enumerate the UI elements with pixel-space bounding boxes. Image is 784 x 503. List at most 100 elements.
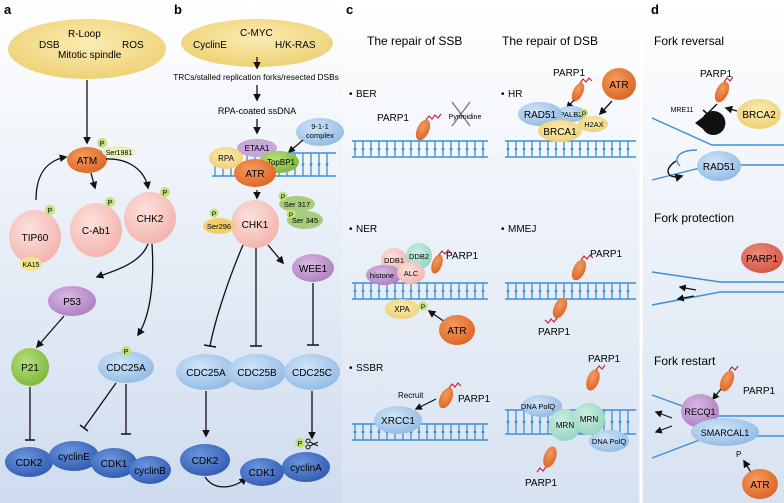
arrow-brca2-to-parp1 bbox=[724, 105, 738, 114]
ber-dna bbox=[352, 140, 488, 158]
ssb-title: The repair of SSB bbox=[367, 34, 462, 48]
dna-base bbox=[506, 420, 510, 424]
cyclina-label: cyclinA bbox=[290, 463, 322, 474]
ber-bullet: • bbox=[349, 89, 353, 100]
chk1-node bbox=[231, 200, 279, 248]
arrow-atm-to-cab1 bbox=[89, 172, 98, 190]
mrn-node-right bbox=[573, 403, 605, 435]
xpa-label: XPA bbox=[394, 305, 410, 314]
ssbr-bullet: • bbox=[349, 363, 353, 374]
cdk2-b-label: CDK2 bbox=[192, 456, 219, 467]
cdc25a-node bbox=[98, 351, 154, 383]
dna-base bbox=[309, 163, 313, 166]
dna-base bbox=[522, 420, 526, 424]
cyclinb-label: cyclinB bbox=[134, 466, 166, 477]
dna-base bbox=[610, 147, 614, 151]
histone-node bbox=[366, 265, 402, 285]
arrow-parp1-recruit-xrcc1 bbox=[414, 398, 437, 410]
dna-base bbox=[361, 430, 365, 434]
inhibit-parp1-mre11 bbox=[707, 103, 718, 114]
complex-911-label-2: complex bbox=[306, 131, 334, 140]
chk2-phospho-badge bbox=[160, 187, 170, 197]
dna-base bbox=[618, 289, 622, 293]
trigger-rloop: R-Loop bbox=[68, 29, 101, 40]
cyclinb-node bbox=[129, 456, 171, 484]
polq-node-left bbox=[522, 395, 562, 417]
mmej-parp1-top bbox=[571, 259, 587, 281]
tip60-phospho-badge bbox=[45, 205, 55, 215]
dna-base bbox=[425, 289, 429, 293]
ser296-badge bbox=[203, 218, 235, 234]
cdc25a-b-label: CDC25A bbox=[186, 368, 226, 379]
dna-base bbox=[578, 147, 582, 151]
cdk2-label: CDK2 bbox=[16, 458, 43, 469]
mmej-par-chain-top bbox=[580, 254, 594, 261]
cyclina-node bbox=[282, 452, 330, 482]
frs-atr-label: ATR bbox=[750, 480, 769, 491]
dna-base bbox=[433, 289, 437, 293]
dna-base bbox=[353, 147, 357, 151]
ser317-label: Ser 317 bbox=[284, 200, 310, 209]
dna-base bbox=[530, 147, 534, 151]
fr-parp1-label: PARP1 bbox=[700, 69, 732, 80]
mmej-label: MMEJ bbox=[508, 224, 536, 235]
ner-atr-node bbox=[439, 315, 475, 345]
mrn-left-label: MRN bbox=[556, 421, 574, 430]
fork-protection-title: Fork protection bbox=[654, 211, 734, 225]
alc-label: ALC bbox=[404, 269, 419, 278]
dna-base bbox=[417, 147, 421, 151]
dna-base bbox=[457, 147, 461, 151]
ner-bullet: • bbox=[349, 224, 353, 235]
dna-base bbox=[325, 163, 329, 166]
brca1-label: BRCA1 bbox=[543, 127, 577, 138]
smarcal1-label: SMARCAL1 bbox=[701, 428, 750, 438]
hr-par-chain bbox=[579, 77, 593, 84]
dna-base bbox=[481, 430, 485, 434]
mmej-par-chain-bottom bbox=[544, 317, 558, 324]
tip60-label: TIP60 bbox=[22, 233, 49, 244]
mmej-bullet: • bbox=[501, 224, 505, 235]
dna-base bbox=[417, 289, 421, 293]
dna-base bbox=[361, 147, 365, 151]
ber-label: BER bbox=[356, 89, 377, 100]
mmej-parp1-bottom bbox=[552, 297, 568, 319]
atm-label: ATM bbox=[77, 156, 97, 167]
dna-base bbox=[409, 289, 413, 293]
cdk1-node bbox=[91, 448, 137, 478]
fp-parp1-label: PARP1 bbox=[746, 254, 778, 265]
arrow-atr-to-h2ax bbox=[598, 100, 613, 116]
ner-parp1 bbox=[431, 254, 443, 274]
reversal-arrow bbox=[667, 160, 684, 182]
panel-b-label: b bbox=[174, 2, 182, 17]
dna-base bbox=[393, 147, 397, 151]
oncogene-trigger-ellipse bbox=[181, 19, 333, 67]
hr-parp1-label: PARP1 bbox=[553, 68, 585, 79]
cdc25c-label: CDC25C bbox=[292, 368, 332, 379]
dna-base bbox=[457, 289, 461, 293]
dna-base bbox=[441, 289, 445, 293]
recq1-node bbox=[681, 394, 719, 428]
h2ax-node bbox=[578, 116, 608, 132]
dna-base bbox=[449, 289, 453, 293]
dna-base bbox=[417, 430, 421, 434]
panel-c-label: c bbox=[346, 2, 353, 17]
ner-label: NER bbox=[356, 224, 377, 235]
panel-a: DSB R-Loop Mitotic spindle ROS ATM P Ser… bbox=[5, 19, 176, 484]
cdc25b-label: CDC25B bbox=[237, 368, 277, 379]
dna-base bbox=[538, 289, 542, 293]
hr-atr-label: ATR bbox=[609, 80, 628, 91]
ser1981-badge bbox=[102, 146, 136, 158]
rpa-label: RPA bbox=[218, 154, 235, 163]
ber-parp1 bbox=[415, 119, 431, 141]
panel-a-label: a bbox=[4, 2, 12, 17]
polq-node-right bbox=[589, 430, 629, 452]
dna-base bbox=[594, 147, 598, 151]
cdc25c-node bbox=[284, 354, 340, 390]
dna-base bbox=[626, 147, 630, 151]
dna-base bbox=[570, 147, 574, 151]
dna-base bbox=[401, 289, 405, 293]
dna-base bbox=[481, 289, 485, 293]
ka15-label: KA15 bbox=[22, 262, 39, 269]
mmej-dna bbox=[505, 282, 636, 300]
